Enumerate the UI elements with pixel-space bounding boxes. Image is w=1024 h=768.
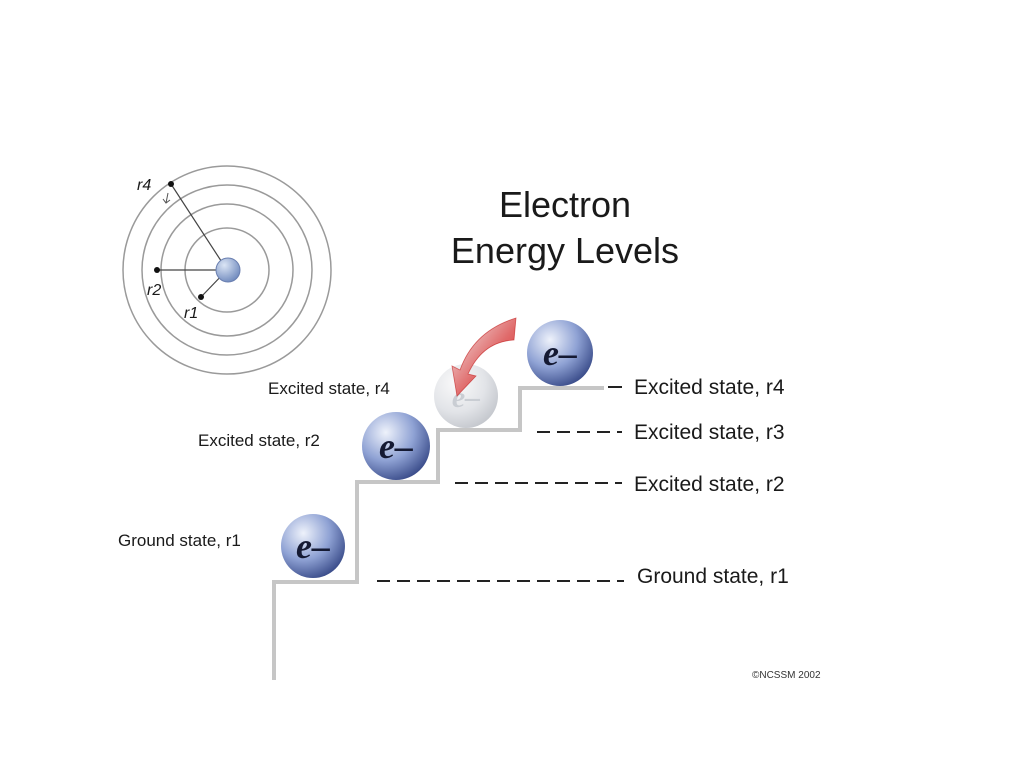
nucleus — [215, 257, 241, 283]
right-label-excited-r2: Excited state, r2 — [634, 473, 785, 496]
electron-excited-r4-ghost: e– — [434, 364, 498, 428]
right-label-ground-r1: Ground state, r1 — [637, 565, 789, 588]
orbit-ring-4 — [122, 165, 332, 375]
left-label-ground-r1: Ground state, r1 — [118, 531, 241, 550]
orbit-point-r4 — [168, 181, 174, 187]
r4-tick-arrow-icon — [162, 192, 171, 204]
electron-ground-r1: e– — [281, 514, 345, 578]
energy-staircase — [272, 386, 604, 680]
orbit-point-r1 — [198, 294, 204, 300]
radius-line-r4 — [170, 183, 228, 271]
bohr-atom: r4 r2 r1 — [122, 165, 332, 375]
title-line-2: Energy Levels — [451, 230, 679, 271]
right-label-excited-r3: Excited state, r3 — [634, 421, 785, 444]
transition-arrow-icon — [451, 317, 517, 397]
electron-sphere — [281, 514, 345, 578]
right-label-excited-r4: Excited state, r4 — [634, 376, 785, 399]
radius-label-r4: r4 — [137, 177, 151, 194]
electron-sphere — [527, 320, 593, 386]
radius-label-r1: r1 — [184, 305, 198, 322]
radius-label-r2: r2 — [147, 282, 161, 299]
electron-sphere — [362, 412, 430, 480]
left-label-excited-r4: Excited state, r4 — [268, 379, 390, 398]
orbit-ring-3 — [141, 184, 313, 356]
electron-symbol: e– — [543, 333, 577, 373]
title-line-1: Electron — [499, 184, 631, 225]
copyright-notice: ©NCSSM 2002 — [752, 670, 821, 681]
orbit-point-r2 — [154, 267, 160, 273]
electron-ghost-sphere — [434, 364, 498, 428]
electron-excited-r4: e– — [527, 320, 593, 386]
left-label-excited-r2: Excited state, r2 — [198, 431, 320, 450]
electron-symbol: e– — [379, 426, 413, 466]
electron-symbol: e– — [296, 526, 330, 566]
electron-excited-r2: e– — [362, 412, 430, 480]
